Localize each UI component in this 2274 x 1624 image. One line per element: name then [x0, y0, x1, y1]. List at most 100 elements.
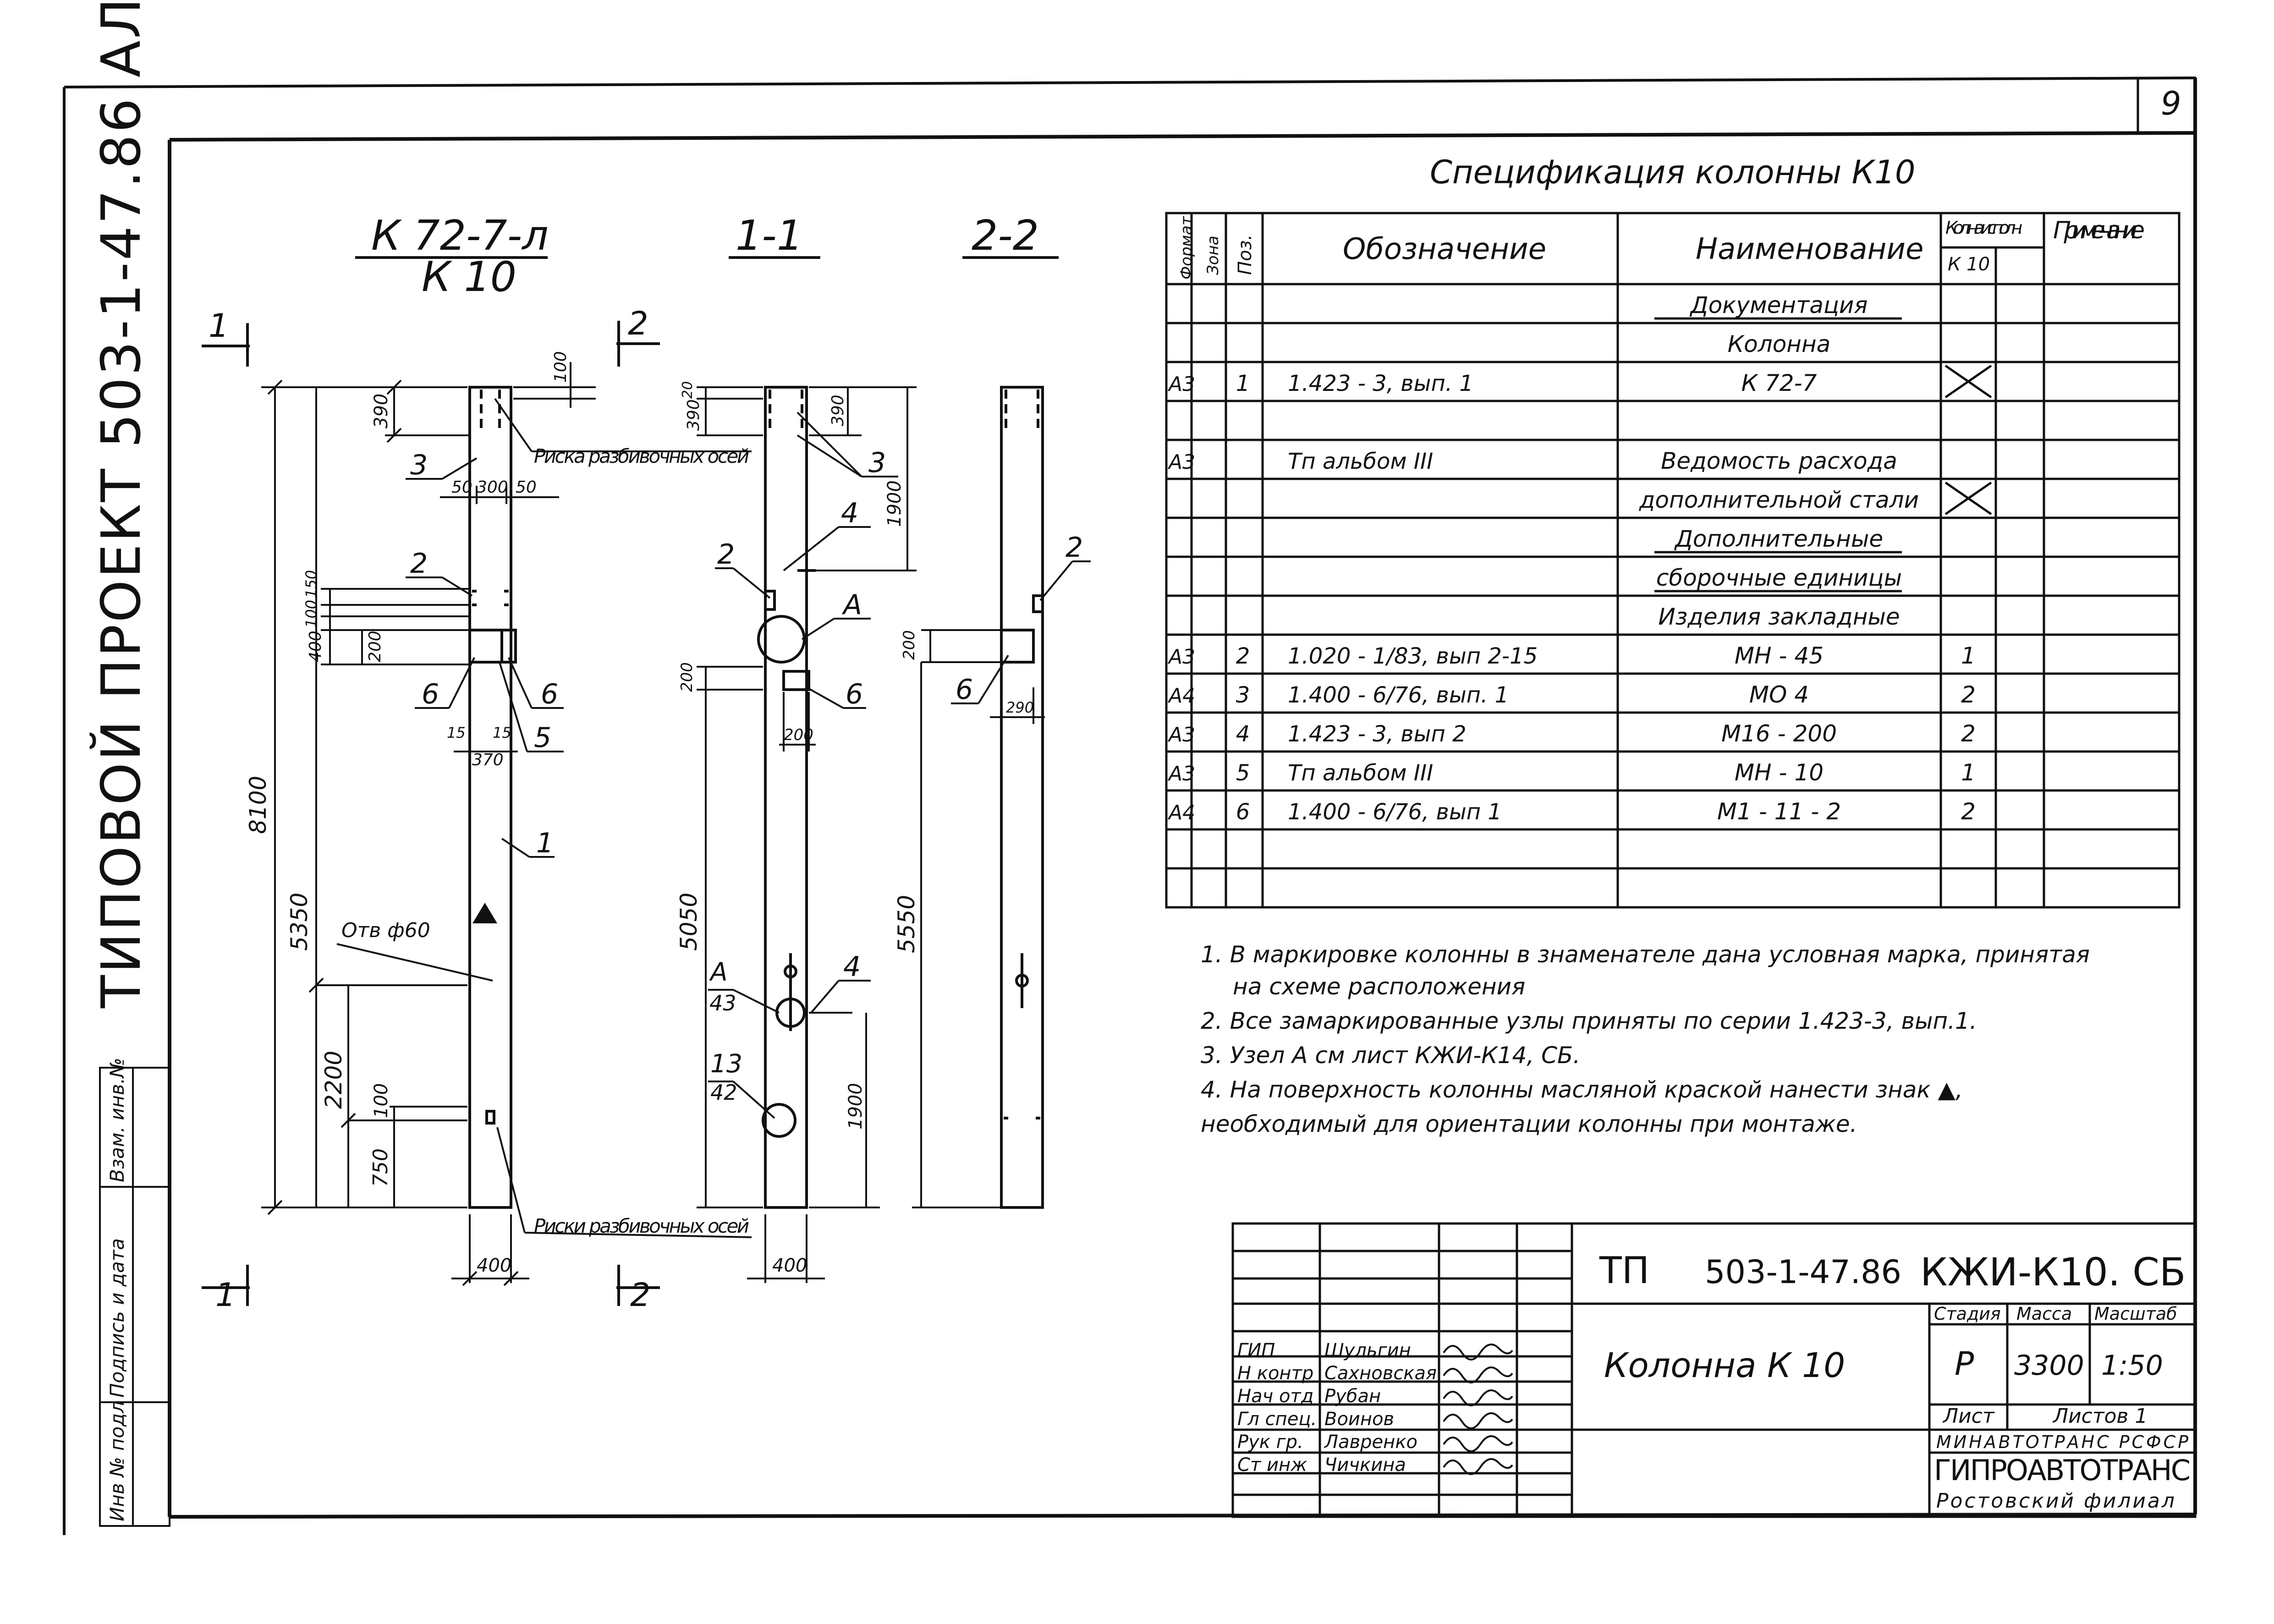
tb-staff-name: Чичкина — [1324, 1454, 1406, 1476]
note-line-3: 2. Все замаркированные узлы приняты по с… — [1201, 1008, 1977, 1034]
s2-dim-5550: 5550 — [893, 895, 920, 953]
side-stamp — [99, 1067, 170, 1527]
callout-s1-6: 6 — [846, 678, 863, 710]
s1-dim-400: 400 — [772, 1255, 807, 1276]
spec-header-qty-sub: К 10 — [1948, 254, 1990, 275]
callout-s1-3: 3 — [868, 447, 886, 479]
tb-stage-label: Стадия — [1934, 1304, 2001, 1324]
callout-s2-2: 2 — [1066, 532, 1083, 564]
dim-400-base: 400 — [477, 1255, 511, 1276]
s1-dim-200: 200 — [678, 662, 696, 692]
dim-2200: 2200 — [320, 1051, 347, 1109]
dim-8100: 8100 — [245, 776, 271, 834]
spec-row-name: дополнительной стали — [1639, 487, 1919, 513]
s2-dim-290: 290 — [1006, 699, 1034, 716]
callout-s1-A: А — [841, 589, 862, 621]
spec-row-name: МО 4 — [1749, 681, 1809, 708]
spec-row-pos: 6 — [1236, 799, 1250, 825]
dim-750: 750 — [369, 1148, 392, 1187]
side-title: ТИПОВОЙ ПРОЕКТ 503-1-47.86 АЛЬБОМ III — [89, 0, 153, 1009]
callout-main-5: 5 — [534, 722, 551, 754]
spec-row-qty: 2 — [1961, 720, 1976, 747]
callout-main-6a: 6 — [422, 678, 439, 710]
tb-mass-label: Масса — [2016, 1304, 2072, 1324]
spec-row-qty: 2 — [1961, 798, 1976, 825]
section-2-leaders — [951, 560, 1091, 704]
callout-s1-13: 13 — [710, 1049, 742, 1078]
tb-staff-name: Лавренко — [1324, 1432, 1417, 1453]
tb-drawing-name: Колонна К 10 — [1604, 1346, 1845, 1385]
spec-title: Спецификация колонны К10 — [1430, 154, 1915, 191]
spec-header-designation: Обозначение — [1343, 232, 1546, 266]
side-stamp-cell-3: Взам. инв.№ — [106, 1058, 128, 1182]
tb-project-num: 503-1-47.86 — [1705, 1253, 1901, 1291]
main-leaders — [406, 398, 752, 1238]
spec-row-cross — [1944, 481, 1992, 516]
risk-label-bottom: Риски разбивочных осей — [534, 1215, 749, 1237]
dim-100-bottom: 100 — [371, 1083, 392, 1118]
tb-staff-name: Рубан — [1324, 1386, 1381, 1407]
main-column — [468, 386, 517, 1209]
dim-200: 200 — [366, 631, 384, 662]
tb-staff-signature — [1443, 1412, 1513, 1429]
spec-row-designation: Тп альбом III — [1288, 760, 1433, 786]
tb-stage: Р — [1955, 1345, 1974, 1383]
s1-dim-5050: 5050 — [676, 893, 702, 951]
dim-15a: 15 — [447, 724, 466, 741]
tb-staff-name: Шульгин — [1324, 1340, 1411, 1361]
section-2-column — [1000, 386, 1044, 1209]
dim-370: 370 — [472, 751, 504, 769]
cut-mark-1-bottom: 1 — [215, 1276, 236, 1314]
s1-dim-1900b: 1900 — [845, 1083, 866, 1130]
note-line-1: 1. В маркировке колонны в знаменателе да… — [1201, 941, 2090, 968]
spec-row-name: сборочные единицы — [1656, 565, 1902, 591]
spec-row-format: А3 — [1167, 373, 1195, 396]
tb-staff-signature — [1443, 1435, 1513, 1452]
tb-sheet-label: Лист — [1942, 1405, 1995, 1428]
spec-row-format: А3 — [1167, 762, 1195, 785]
callout-main-6b: 6 — [541, 678, 558, 710]
spec-row-designation: 1.020 - 1/83, вып 2-15 — [1288, 643, 1538, 669]
orientation-triangle — [472, 903, 497, 923]
note-line-4: 3. Узел А см лист КЖИ-К14, СБ. — [1201, 1042, 1580, 1069]
spec-row-name: Дополнительные — [1674, 526, 1883, 552]
s1-dim-20: 20 — [680, 381, 696, 399]
spec-row-name: Документация — [1690, 292, 1868, 318]
note-line-2: на схеме расположения — [1233, 973, 1525, 1000]
spec-row-designation: 1.400 - 6/76, вып 1 — [1288, 799, 1502, 825]
spec-row-format: А4 — [1167, 801, 1195, 824]
spec-row-pos: 3 — [1236, 682, 1250, 708]
callout-s1-42: 42 — [710, 1080, 737, 1105]
tb-staff-role: Нач отд — [1237, 1386, 1313, 1407]
tb-project: ТП — [1599, 1249, 1649, 1292]
spec-row-name: Изделия закладные — [1658, 604, 1900, 630]
callout-main-3: 3 — [410, 449, 428, 481]
cut-mark-2-bottom: 2 — [630, 1276, 651, 1314]
tb-staff-signature — [1443, 1389, 1513, 1406]
callout-s1-A43-top: А — [709, 957, 728, 987]
spec-header-format: Формат — [1177, 216, 1196, 280]
cut-mark-2-top: 2 — [628, 305, 648, 342]
dim-100: 100 — [302, 600, 320, 628]
tb-org-3: Ростовский филиал — [1936, 1489, 2175, 1513]
tb-staff-role: Н контр — [1237, 1363, 1313, 1384]
spec-row-name: К 72-7 — [1741, 370, 1817, 396]
spec-row-name: М16 - 200 — [1721, 720, 1837, 747]
dim-15b: 15 — [493, 724, 511, 741]
spec-row-name: Ведомость расхода — [1661, 448, 1897, 474]
spec-header-name: Наименование — [1696, 232, 1923, 266]
dim-300: 300 — [477, 478, 508, 497]
spec-row-pos: 4 — [1236, 721, 1250, 747]
s1-dim-1900: 1900 — [884, 480, 905, 527]
callout-main-2: 2 — [410, 548, 428, 580]
tb-scale-label: Масштаб — [2094, 1304, 2177, 1324]
spec-row-format: А3 — [1167, 450, 1195, 474]
s1-dim-200b: 200 — [784, 726, 813, 744]
tb-code: КЖИ-К10. СБ — [1920, 1250, 2186, 1295]
tb-mass: 3300 — [2014, 1350, 2084, 1382]
sheet-frame — [63, 77, 2197, 1535]
spec-row-qty: 2 — [1961, 681, 1976, 708]
note-line-5: 4. На поверхность колонны масляной краск… — [1201, 1076, 1963, 1103]
